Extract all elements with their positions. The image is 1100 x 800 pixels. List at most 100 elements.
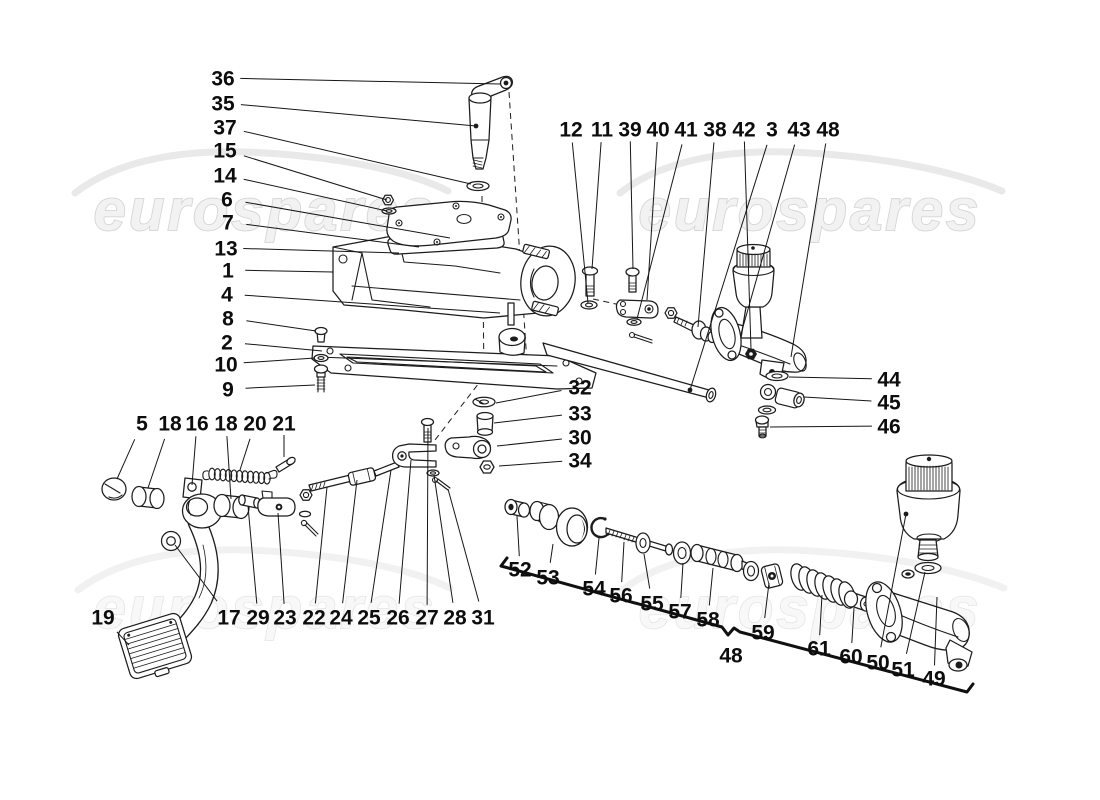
part-number-35: 35: [211, 93, 235, 116]
master-cylinder-upper: [710, 243, 807, 380]
part-number-34: 34: [568, 450, 592, 473]
part-number-48: 48: [719, 645, 743, 668]
leader-dot-3: [687, 387, 693, 393]
leader-line-55: [643, 553, 651, 589]
leader-line-60: [851, 607, 855, 644]
leader-line-24: [342, 479, 358, 604]
leader-line-46: [769, 425, 872, 428]
leader-line-14: [243, 178, 388, 212]
part-number-8: 8: [222, 308, 234, 331]
part-number-20: 20: [243, 413, 266, 436]
leader-line-39: [629, 141, 634, 270]
piston-kit-row: [504, 498, 758, 576]
part-number-24: 24: [329, 607, 353, 630]
leader-line-49: [934, 596, 938, 666]
bolt-and-washer-right: [580, 266, 599, 310]
leader-line-5: [116, 439, 136, 480]
part-number-41: 41: [674, 119, 698, 142]
part-number-18: 18: [214, 413, 238, 436]
part-number-49: 49: [922, 668, 945, 691]
part-number-15: 15: [213, 140, 237, 163]
leader-line-27: [426, 427, 429, 605]
leader-line-15: [243, 155, 388, 201]
part-number-9: 9: [222, 379, 234, 402]
part-number-45: 45: [877, 392, 901, 415]
part-number-40: 40: [646, 119, 669, 142]
leader-dot-50: [903, 511, 909, 517]
part-number-2: 2: [221, 332, 233, 355]
leader-line-18: [226, 436, 232, 500]
leader-line-56: [621, 541, 625, 583]
leader-line-52: [516, 515, 520, 557]
leader-line-16: [191, 436, 197, 486]
part-number-44: 44: [877, 369, 901, 392]
pushrod-tube: [542, 342, 717, 403]
part-number-46: 46: [877, 416, 900, 439]
leader-line-3: [689, 144, 768, 391]
part-number-56: 56: [609, 585, 632, 608]
leader-line-13: [243, 248, 400, 254]
part-number-6: 6: [221, 189, 233, 212]
reservoir-lower: [896, 454, 961, 562]
part-number-37: 37: [213, 117, 236, 140]
leader-line-43: [740, 144, 796, 335]
part-number-57: 57: [668, 601, 691, 624]
assembly-bracket-48: [499, 556, 975, 694]
leader-line-37: [243, 130, 472, 185]
mounting-flange-lower: [865, 581, 903, 643]
watermark-text-bottom-left: eurospares: [94, 576, 437, 641]
leader-line-8: [246, 320, 317, 332]
banjo-union-group: [754, 370, 805, 439]
leader-line-11: [591, 142, 602, 270]
pushrod-boss: [498, 327, 526, 356]
part-number-4: 4: [221, 284, 233, 307]
leader-line-25: [370, 469, 392, 603]
return-spring: [202, 456, 296, 485]
leader-line-1: [245, 269, 334, 273]
part-number-7: 7: [222, 212, 234, 235]
leader-line-34: [498, 460, 563, 467]
part-number-12: 12: [559, 119, 582, 142]
part-number-10: 10: [214, 354, 237, 377]
leader-line-29: [247, 505, 258, 604]
part-number-17: 17: [217, 607, 240, 630]
leader-line-6: [245, 201, 451, 239]
part-number-14: 14: [213, 165, 237, 188]
part-number-27: 27: [415, 607, 438, 630]
leader-line-50: [880, 513, 907, 648]
leader-line-41: [636, 144, 683, 320]
watermark-swoosh-top-right: [616, 148, 1006, 197]
leader-line-9: [245, 384, 316, 389]
watermark-text-top-left: eurospares: [94, 178, 437, 243]
upper-linkage-cluster: [615, 267, 723, 344]
part-number-48: 48: [816, 119, 840, 142]
part-number-26: 26: [386, 607, 409, 630]
watermark-swoosh-bottom-left: [74, 546, 454, 594]
lever-and-bushing-stack: [444, 396, 496, 474]
watermark-swoosh-bottom-right: [618, 546, 1008, 594]
selector-lever: [466, 75, 513, 192]
leader-line-44: [788, 376, 872, 380]
leader-line-31: [447, 488, 480, 602]
leader-line-18: [147, 438, 166, 489]
leader-line-35: [240, 104, 477, 127]
leader-line-32: [495, 390, 562, 404]
part-number-55: 55: [640, 593, 664, 616]
leader-line-17: [174, 544, 218, 602]
part-number-3: 3: [766, 119, 778, 142]
leader-line-54: [594, 537, 600, 575]
part-number-25: 25: [357, 607, 381, 630]
leader-line-30: [496, 438, 562, 447]
leader-line-12: [571, 142, 589, 304]
leader-line-23: [277, 512, 285, 604]
spring-and-seat: [742, 560, 873, 612]
leader-line-19: [116, 631, 130, 646]
part-number-33: 33: [568, 403, 591, 426]
leader-line-57: [680, 562, 684, 599]
part-number-59: 59: [751, 622, 774, 645]
leader-line-53: [549, 543, 554, 563]
part-number-30: 30: [568, 427, 591, 450]
leader-line-38: [697, 142, 715, 328]
